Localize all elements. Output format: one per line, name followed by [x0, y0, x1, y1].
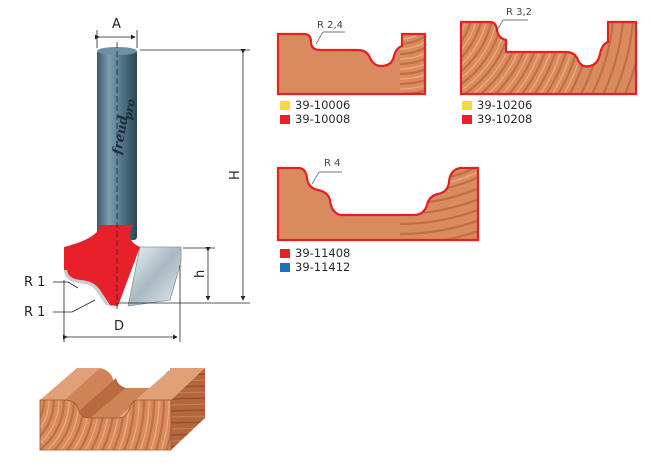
profile-radius-1: R 2,4 [317, 20, 343, 31]
dim-label-h-cut: h [193, 270, 208, 278]
dim-label-r1-bottom: R 1 [24, 305, 45, 320]
dim-label-a: A [112, 17, 121, 32]
cutter-profile-edge [64, 270, 110, 305]
color-swatch [280, 248, 290, 258]
product-code: 39-10208 [477, 112, 533, 126]
product-code: 39-11412 [295, 260, 351, 274]
profile-sample-1: R 2,4 [276, 20, 427, 96]
router-bit: freud pro [64, 42, 182, 310]
product-code: 39-11408 [295, 246, 351, 260]
wood-sample-3d [39, 368, 205, 451]
color-swatch [280, 114, 290, 124]
profile-radius-2: R 3,2 [506, 7, 532, 18]
color-swatch [280, 100, 290, 110]
product-code: 39-10006 [295, 98, 351, 112]
wood-sample-front [40, 400, 171, 450]
profile-wood-2 [459, 20, 638, 96]
brand-name: freud [110, 114, 132, 156]
dimension-lines [53, 30, 250, 342]
code-row: 39-10208 [462, 112, 532, 126]
code-row: 39-10206 [462, 98, 532, 112]
color-swatch [462, 114, 472, 124]
product-code: 39-10206 [477, 98, 533, 112]
profile-sample-2: R 3,2 [459, 7, 638, 96]
code-row: 39-11408 [280, 246, 350, 260]
code-row: 39-10008 [280, 112, 350, 126]
brand-logo: freud pro [110, 98, 138, 157]
profile-radius-3: R 4 [324, 158, 341, 169]
profile-wood-1 [276, 32, 427, 96]
dim-label-r1-top: R 1 [24, 275, 45, 290]
color-swatch [462, 100, 472, 110]
dim-label-d: D [114, 319, 124, 334]
product-code: 39-10008 [295, 112, 351, 126]
code-row: 39-11412 [280, 260, 350, 274]
code-row: 39-10006 [280, 98, 350, 112]
carbide-cutter [64, 225, 140, 306]
dim-label-h-total: H [228, 170, 243, 180]
color-swatch [280, 262, 290, 272]
brand-suffix: pro [121, 98, 137, 121]
bit-steel-body [127, 246, 182, 307]
profile-wood-3 [276, 166, 480, 242]
profile-sample-3: R 4 [276, 158, 480, 242]
